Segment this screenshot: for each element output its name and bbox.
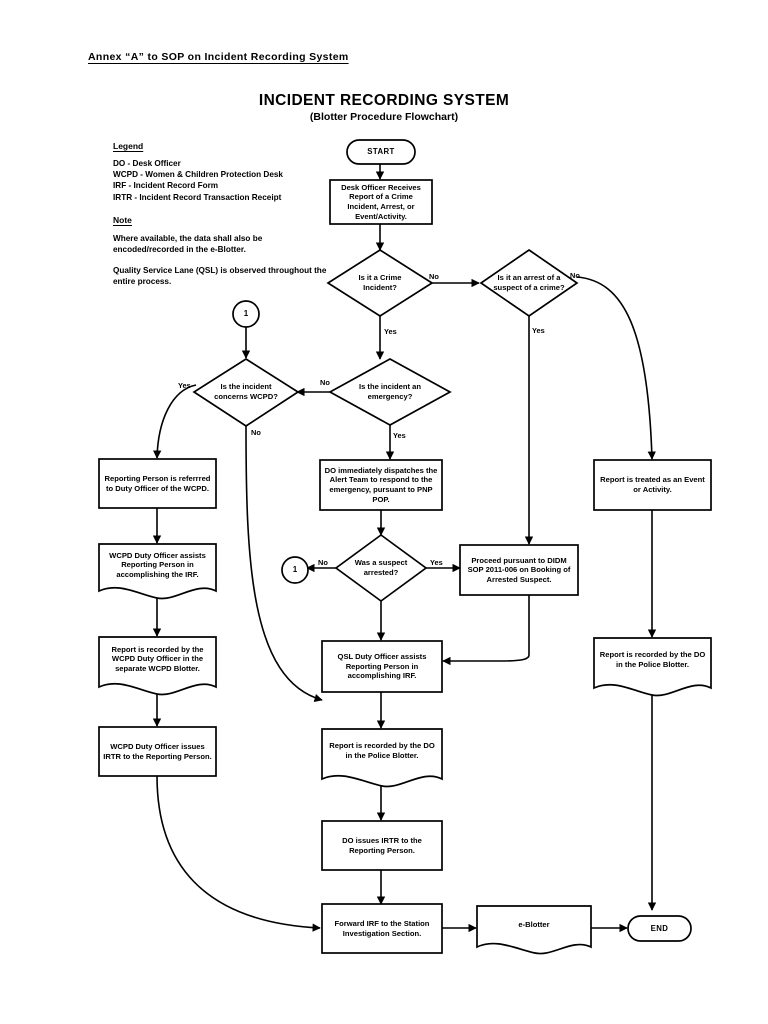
node-decision-arrest-shape <box>479 248 579 318</box>
note-qsl: Quality Service Lane (QSL) is observed t… <box>113 265 327 287</box>
legend-entry-irtr: IRTR - Incident Record Transaction Recei… <box>113 192 282 202</box>
node-wcpd-blotter-shape <box>98 636 217 696</box>
edge-label-emergency-no: No <box>320 378 330 387</box>
legend-entry-wcpd: WCPD - Women & Children Protection Desk <box>113 170 283 180</box>
edge-label-wcpd-no: No <box>251 428 261 437</box>
node-connector-1-top-shape <box>232 300 260 328</box>
node-eblotter-shape <box>476 905 592 955</box>
edge-label-wcpd-yes: Yes <box>178 381 191 390</box>
edge-label-suspect-no: No <box>318 558 328 567</box>
legend-entry-irf: IRF - Incident Record Form <box>113 181 219 191</box>
legend-heading: Legend <box>113 141 144 151</box>
edge-label-suspect-yes: Yes <box>430 558 443 567</box>
node-decision-wcpd-shape <box>192 357 300 428</box>
legend-block: Legend DO - Desk Officer WCPD - Women & … <box>113 141 328 297</box>
legend-entry-do: DO - Desk Officer <box>113 159 181 168</box>
node-do-irtr-shape <box>321 820 443 871</box>
edge-label-arrest-no: No <box>570 271 580 280</box>
edge-label-crime-yes: Yes <box>384 327 397 336</box>
edge-label-arrest-yes: Yes <box>532 326 545 335</box>
edge-label-crime-no: No <box>429 272 439 281</box>
node-event-shape <box>593 459 712 511</box>
node-decision-emergency-shape <box>328 358 452 426</box>
node-blotter-center-shape <box>321 728 443 788</box>
node-qsl-irf-shape <box>321 640 443 693</box>
node-connector-1-mid-shape <box>281 556 309 584</box>
edge-label-emergency-yes: Yes <box>393 431 406 440</box>
node-wcpd-irf-shape <box>98 543 217 600</box>
node-decision-crime-shape <box>326 248 434 318</box>
node-end-shape <box>627 915 692 942</box>
annex-title: Annex “A” to SOP on Incident Recording S… <box>88 51 349 63</box>
node-blotter-right-shape <box>593 637 712 697</box>
node-receive-shape <box>329 179 433 225</box>
page-title: INCIDENT RECORDING SYSTEM <box>258 92 510 109</box>
note-heading: Note <box>113 214 132 225</box>
node-wcpd-irtr-shape <box>98 726 217 777</box>
node-didm-shape <box>459 544 579 596</box>
node-referred-shape <box>98 458 217 509</box>
node-forward-shape <box>321 903 443 954</box>
node-start-shape <box>346 139 416 165</box>
page-subtitle: (Blotter Procedure Flowchart) <box>309 111 459 123</box>
node-decision-suspect-shape <box>334 533 428 603</box>
note-eblotter: Where available, the data shall also be … <box>113 233 263 255</box>
node-dispatch-shape <box>319 459 443 511</box>
